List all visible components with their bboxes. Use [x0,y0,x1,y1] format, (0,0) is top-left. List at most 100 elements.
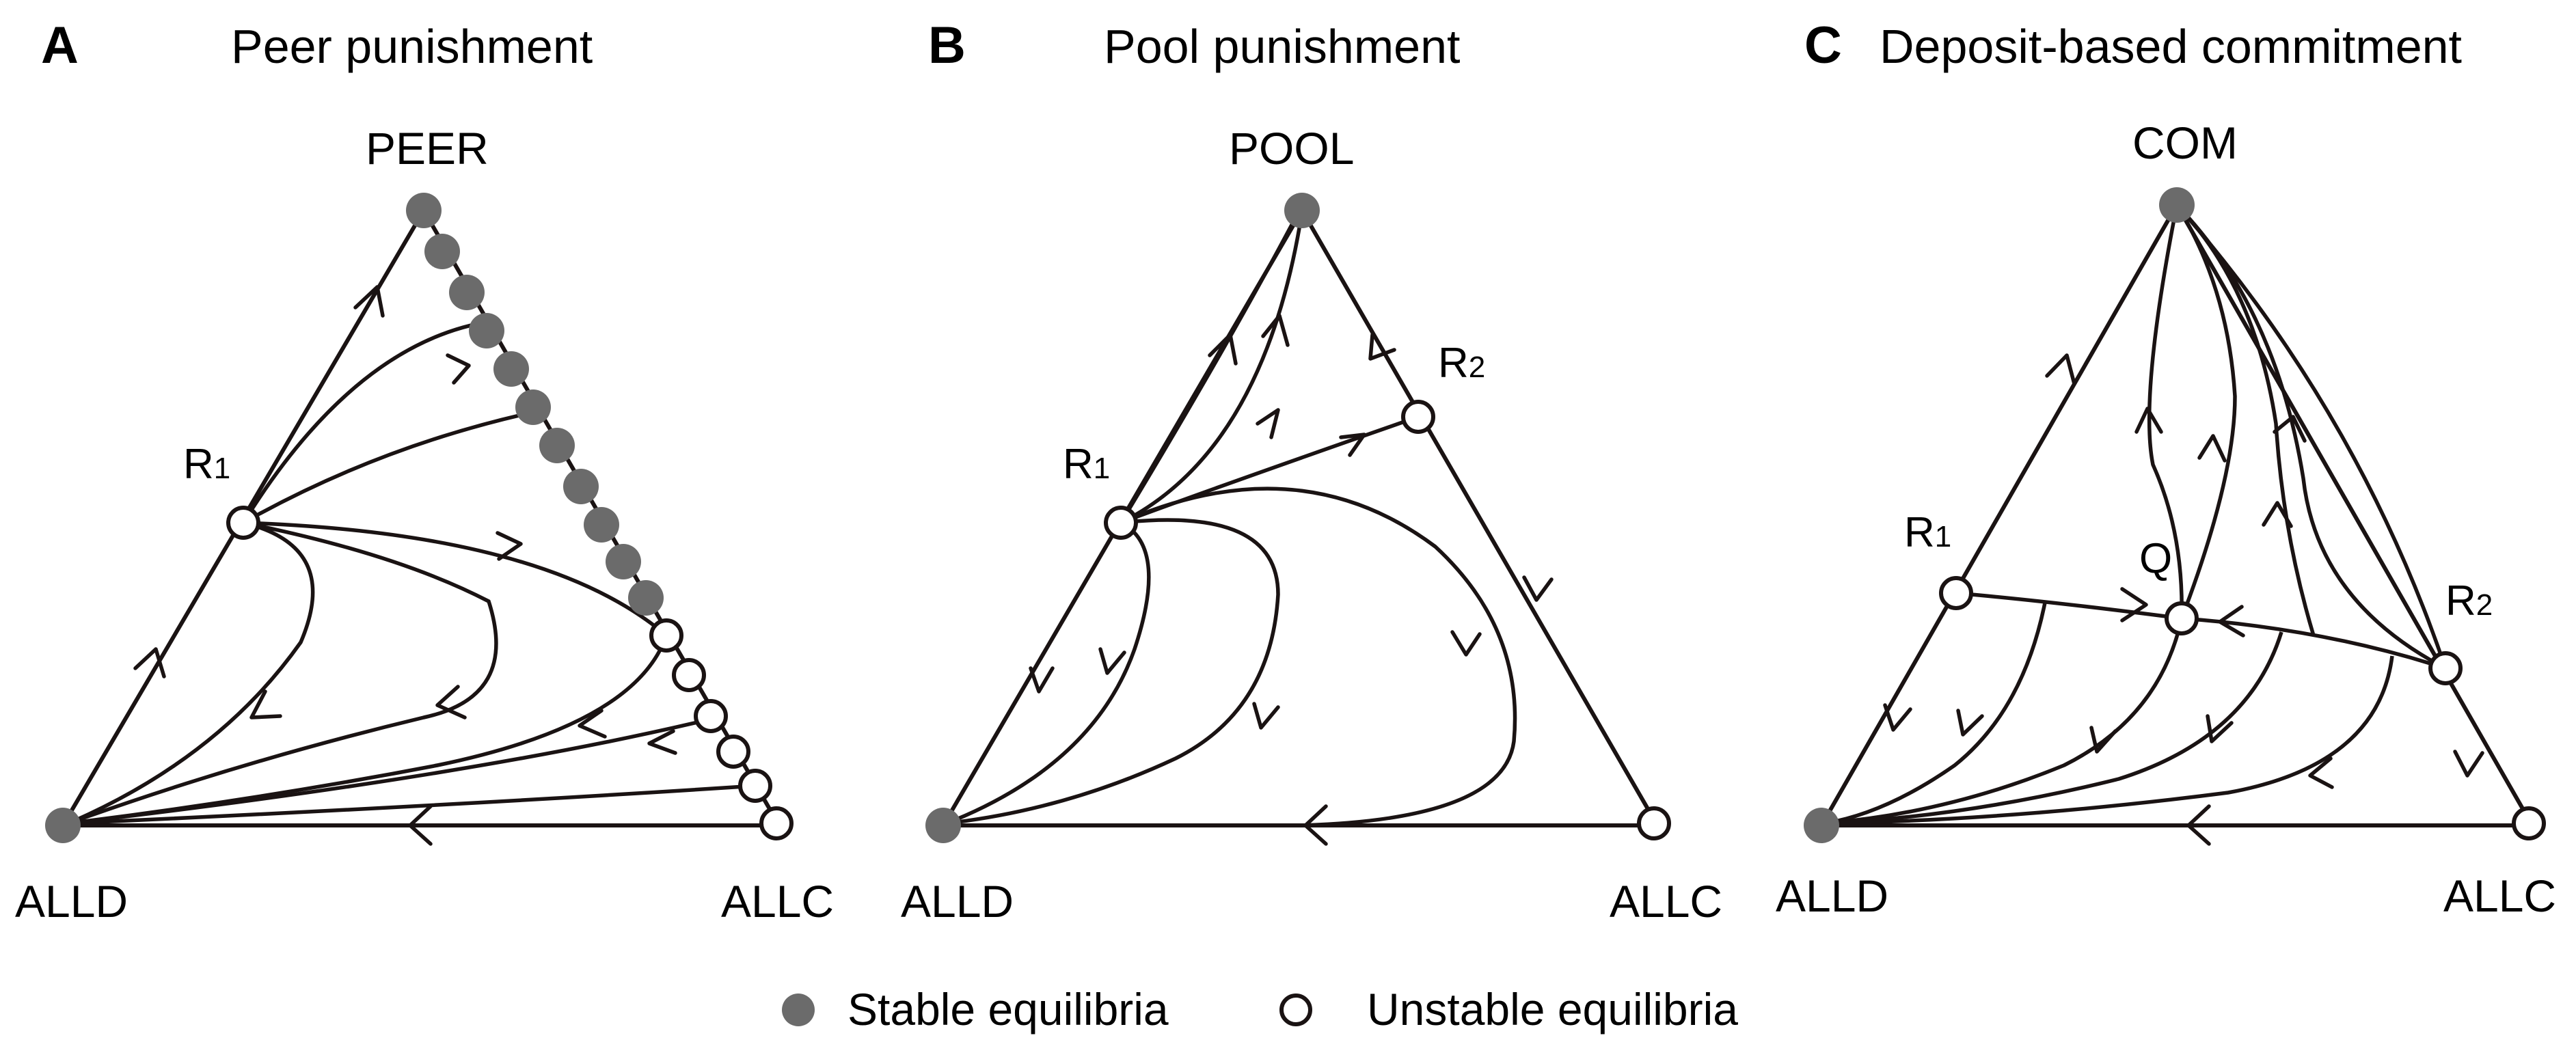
panel-b-simplex-edge [939,206,1662,827]
panel-a-trajectory [68,521,498,825]
panel-b-right-vertex: ALLC [1610,876,1722,927]
panel-a-stable-point [606,544,641,579]
panel-c-flow-arrow [1883,703,1912,732]
panel-b-flow-arrow [1256,408,1280,439]
panel-a-flow-arrow [408,804,433,846]
panel-c-flow-arrow [2218,605,2245,638]
panel-b-title: Pool punishment [1104,20,1460,73]
panel-a-alld-stable-point [45,808,81,843]
panel-a-unstable-point [672,658,706,692]
panel-c-trajectory [1824,631,2283,825]
panel-c-flow-arrow [2453,750,2484,778]
panel-c-trajectory [1824,655,2394,825]
panel-c-flow-arrow [1956,709,1984,737]
panel-a-title: Peer punishment [231,20,593,73]
panel-a-stable-point [539,428,575,463]
panel-a-right-vertex: ALLC [721,876,834,927]
panel-c-r2-point [2428,651,2463,685]
panel-c-trajectory [1824,618,2184,825]
panel-b-flow-arrow [1339,433,1366,457]
panel-a-stable-point [493,351,529,387]
panel-a-r1-point [226,506,260,540]
legend-unstable-marker [1279,994,1312,1026]
panel-b-flow-arrow [1029,666,1055,694]
panel-a-unstable-point [759,806,794,840]
panel-c-r1-label: R1 [1904,509,1951,556]
legend: Stable equilibria Unstable equilibria [782,984,1738,1035]
legend-stable-marker [782,994,815,1026]
panel-a-unstable-point [738,769,772,803]
panel-c-trajectory [1824,602,2047,825]
panel-a-flow-arrow [647,729,677,755]
panel-a-stable-point [424,234,460,269]
panel-c-simplex-edge [1817,200,2536,827]
panel-b-left-vertex: ALLD [901,876,1014,927]
panel-c-flow-arrow [2197,434,2227,463]
panel-a-stable-point [628,580,664,616]
panel-a-top-vertex: PEER [366,123,489,174]
panel-b-trajectory [947,487,1517,827]
panel-c-com-stable-point [2159,187,2195,223]
panel-a-left-vertex: ALLD [15,876,128,927]
panel-a: A Peer punishment PEER ALLD ALLC R1 [15,16,834,927]
panel-a-unstable-point [716,735,750,769]
panel-a-stable-point [469,313,504,348]
panel-c-flow-arrow [2308,756,2334,789]
panel-c-right-vertex: ALLC [2443,871,2556,921]
panel-b-trajectory [946,518,1280,825]
panel-a-r1-label: R1 [183,441,230,488]
panel-b-allc-unstable-point [1637,806,1671,840]
panel-c-flow-arrow [2045,353,2076,386]
panel-c-alld-stable-point [1804,808,1839,843]
panel-b-trajectory [1120,211,1304,525]
panel-c-trajectory [2175,204,2448,669]
panel-c-flow-arrow [2273,415,2307,443]
panel-a-trajectory [67,521,315,825]
panel-a-trajectory [242,408,544,525]
panel-a-stable-point [406,193,442,228]
panel-c-flow-arrow [2134,407,2163,434]
panel-c-flow-arrow [2089,726,2117,754]
panel-b-flow-arrow [1252,702,1280,730]
panel-a-trajectory [241,319,493,524]
panel-b-r2-label: R2 [1438,340,1485,387]
panel-b-flow-arrow [1522,575,1554,602]
panel-c-flow-arrow [2120,587,2148,622]
panel-b-pool-stable-point [1284,193,1320,228]
panel-a-flow-arrow [496,531,523,561]
panel-a-flow-arrow [446,353,471,385]
panel-c-trajectory [2175,204,2237,619]
panel-b-flow-arrow [1450,630,1482,657]
panel-c-q-label: Q [2139,535,2172,582]
panel-b-r1-point [1104,506,1138,540]
panel-c-trajectory [2147,204,2184,619]
panel-c-title: Deposit-based commitment [1880,20,2462,73]
panel-c-flow-arrow [2206,714,2234,743]
panel-c-flow-arrow [2186,804,2211,846]
panel-a-unstable-point [649,618,683,653]
panel-c-top-vertex: COM [2132,118,2238,168]
panel-b-flow-arrow [1261,314,1290,347]
panel-a-flow-arrow [353,285,385,318]
panel-b-flow-arrow [1368,333,1396,361]
panel-c-r1-point [1939,576,1973,610]
panel-b-r2-point [1401,400,1435,434]
panel-b-r1-label: R1 [1063,441,1110,488]
panel-a-letter: A [41,16,79,74]
panel-a-stable-point [584,507,619,543]
panel-a-stable-point [563,469,599,504]
panel-c: C Deposit-based commitment COM ALLD ALLC… [1776,16,2556,921]
panel-c-allc-unstable-point [2512,806,2546,840]
panel-a-flow-arrow [435,685,467,720]
panel-b-alld-stable-point [925,808,961,843]
panel-c-letter: C [1804,16,1842,74]
panel-c-r2-label: R2 [2445,577,2493,625]
panel-c-left-vertex: ALLD [1776,871,1888,921]
panel-c-q-point [2165,601,2199,635]
panel-a-flow-arrow [133,647,166,679]
panel-b-letter: B [928,16,966,74]
panel-a-unstable-point [694,699,728,733]
panel-a-trajectory [68,784,756,825]
panel-a-flow-arrow [578,709,607,739]
